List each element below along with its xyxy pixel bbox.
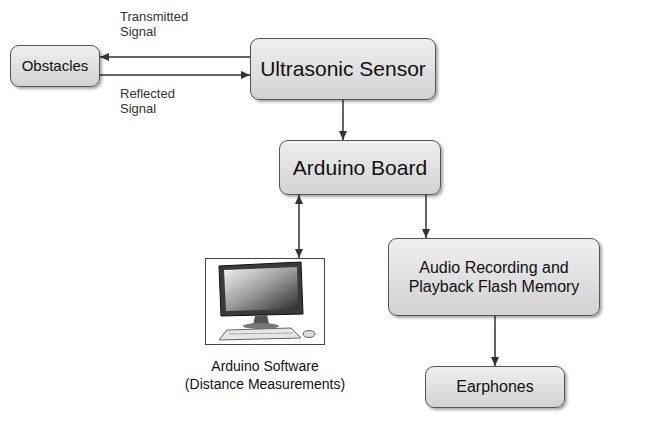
signal-arrow	[494, 316, 496, 366]
signal-label: Reflected Signal	[120, 86, 202, 116]
signal-arrow	[342, 100, 344, 140]
obstacle-box: Obstacles	[10, 45, 100, 87]
memory-box: Audio Recording and Playback Flash Memor…	[388, 238, 600, 316]
sensor-box: Ultrasonic Sensor	[250, 38, 436, 100]
picture-caption: Arduino Software (Distance Measurements)	[180, 357, 350, 393]
signal-arrow	[425, 195, 427, 238]
box-label: Audio Recording and Playback Flash Memor…	[397, 258, 591, 296]
arduino-box: Arduino Board	[279, 140, 441, 195]
computer-illustration	[205, 258, 325, 345]
box-label: Arduino Board	[293, 155, 427, 180]
signal-label: Transmitted Signal	[120, 9, 202, 39]
box-label: Ultrasonic Sensor	[260, 56, 426, 81]
box-label: Obstacles	[22, 57, 89, 75]
software-node: Arduino Software (Distance Measurements)	[180, 258, 350, 393]
signal-arrow	[100, 56, 250, 58]
earphones-box: Earphones	[425, 366, 565, 408]
signal-arrow	[298, 195, 300, 258]
box-label: Earphones	[456, 377, 533, 396]
signal-arrow	[100, 74, 250, 76]
